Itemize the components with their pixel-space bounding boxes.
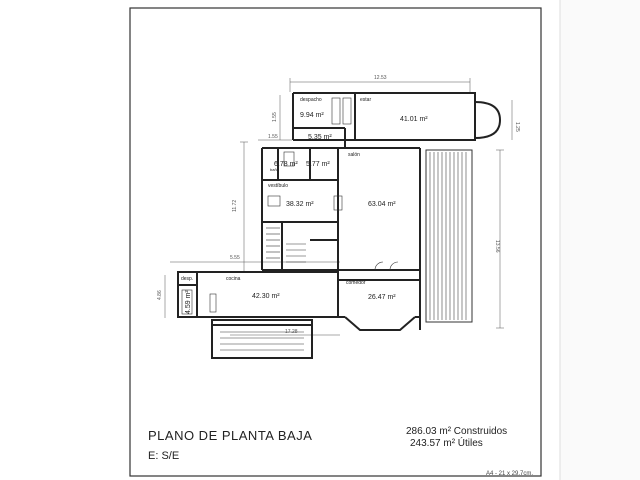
paper-size: A4 - 21 x 29.7cm. (486, 471, 534, 477)
room-comedor-label: comedor (346, 280, 366, 286)
dim-top-width: 12.53 (374, 75, 387, 81)
plan-title: PLANO DE PLANTA BAJA (148, 428, 313, 443)
dim-kitchen-width: 5.55 (230, 255, 240, 261)
dim-bay-height: 1.25 (514, 122, 520, 132)
dimension-labels: 12.53 13.56 11.72 1.55 1.55 5.55 4.86 17… (157, 75, 520, 335)
dim-upper-left: 1.55 (272, 112, 278, 122)
dim-bottom-width: 17.28 (285, 329, 298, 335)
paper-edge-strip (560, 0, 640, 480)
dim-right-height: 13.56 (494, 240, 500, 253)
room-salon-area: 63.04 m² (368, 201, 396, 208)
room-cocina-label: cocina (226, 276, 241, 282)
room-vestibulo-label: vestíbulo (268, 183, 288, 189)
room-despacho-label: despacho (300, 97, 322, 103)
room-bano-label: baño (270, 167, 280, 172)
room-cocina-area: 42.30 m² (252, 293, 280, 300)
staircase (220, 227, 306, 351)
dim-left-height: 11.72 (232, 200, 238, 212)
room-desp-label: desp. (181, 276, 193, 282)
room-estar-area: 41.01 m² (400, 116, 428, 123)
room-despacho-area: 9.94 m² (300, 112, 324, 119)
room-labels: despacho 9.94 m² estar 41.01 m² 5.35 m² … (181, 97, 428, 314)
room-bano-area: 6.78 m² (274, 161, 298, 168)
room-comedor-area: 26.47 m² (368, 294, 396, 301)
fixtures (181, 97, 399, 315)
room-hall-area: 5.35 m² (308, 134, 332, 141)
room-salon-label: salón (348, 152, 360, 158)
room-estar-label: estar (360, 97, 371, 103)
room-vestibulo-area: 38.32 m² (286, 201, 314, 208)
sheet-frame (129, 7, 542, 477)
dim-kitchen-height: 4.86 (157, 290, 163, 300)
usable-area: 243.57 m² Útiles (410, 438, 483, 449)
built-area: 286.03 m² Construidos (406, 426, 508, 437)
dim-small-left: 1.55 (268, 134, 278, 140)
dimension-lines (164, 78, 513, 336)
plan-scale: E: S/E (148, 450, 180, 462)
terrace-hatching (425, 149, 473, 323)
room-desp-area: 4.59 m² (185, 290, 192, 314)
room-aseo-area: 5.77 m² (306, 161, 330, 168)
walls (177, 92, 502, 359)
